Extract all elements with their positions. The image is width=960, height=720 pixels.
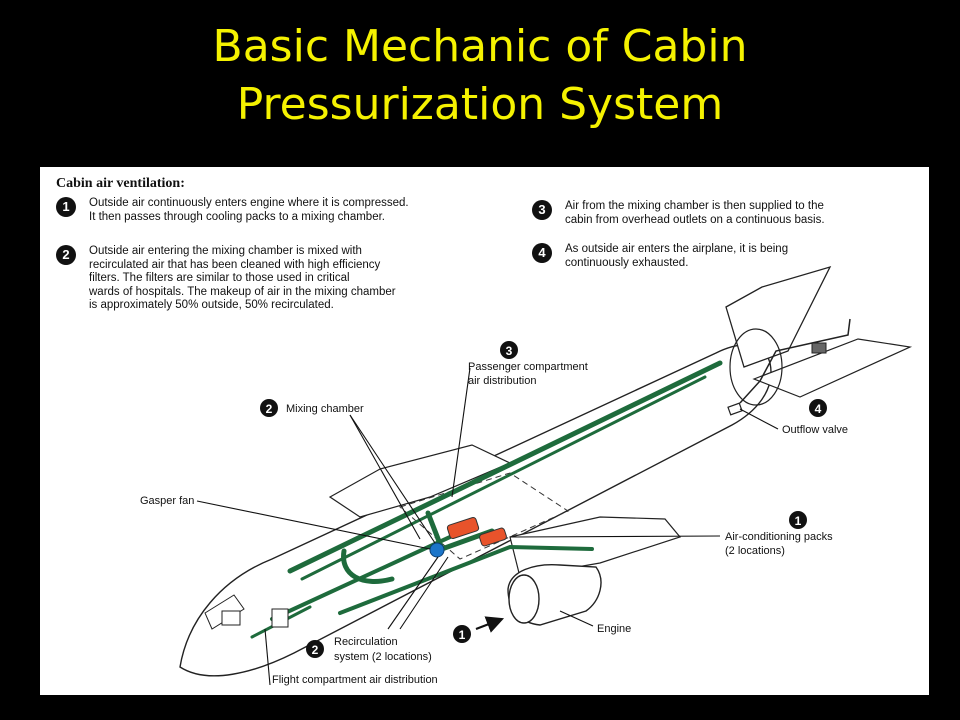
callout-flight-compartment: Flight compartment air distribution — [272, 674, 438, 686]
diagram-panel: Cabin air ventilation: 1 Outside air con… — [40, 167, 929, 695]
ac-pack-1 — [446, 516, 480, 540]
callout-engine: 1 Engine — [453, 623, 631, 643]
leader-engine — [559, 610, 594, 627]
note-4: 4 As outside air enters the airplane, it… — [532, 243, 912, 273]
callout-gasper-label: Gasper fan — [140, 495, 194, 507]
callout-flight-label: Flight compartment air distribution — [272, 674, 438, 686]
callout-outflow-label: Outflow valve — [782, 424, 848, 436]
leader-passenger — [451, 367, 471, 498]
leader-ac — [509, 535, 721, 538]
slide-title-line-1: Basic Mechanic of Cabin — [212, 21, 748, 72]
note-3: 3 Air from the mixing chamber is then su… — [532, 200, 912, 230]
note-4-text: As outside air enters the airplane, it i… — [565, 243, 789, 269]
outflow-line — [739, 318, 851, 404]
pack-bay-outline — [398, 472, 570, 560]
aircraft-diagram: 3 Passenger compartment air distribution… — [140, 265, 913, 686]
callout-ac-packs: 1 Air-conditioning packs (2 locations) — [725, 511, 833, 557]
callout-recirc-line-2: system (2 locations) — [334, 651, 432, 663]
note-2-text: Outside air entering the mixing chamber … — [89, 245, 396, 311]
vertical-tail — [725, 265, 832, 368]
note-1-number: 1 — [56, 197, 76, 217]
callout-recirc-line-1: Recirculation — [334, 636, 398, 648]
callout-passenger-line-1: Passenger compartment — [468, 361, 588, 373]
ac-pack-2 — [479, 527, 507, 547]
duct-loop — [341, 548, 395, 584]
fuselage-outline — [179, 344, 772, 677]
cockpit-seat — [271, 608, 289, 628]
callout-mixing-chamber: 2 Mixing chamber — [260, 399, 364, 417]
leader-outflow — [739, 408, 779, 430]
callout-recirculation: 2 Recirculation system (2 locations) — [306, 636, 432, 663]
duct-middle — [300, 375, 707, 581]
leader-mixing-1 — [349, 414, 421, 540]
engine-airflow-arrow — [475, 616, 505, 633]
leader-lines — [196, 367, 779, 686]
cockpit-equipment — [221, 610, 241, 626]
tail-valve-box — [811, 342, 827, 354]
leader-flight — [264, 628, 271, 686]
note-1-text: Outside air continuously enters engine w… — [89, 197, 409, 223]
callout-recirc-number: 2 — [312, 643, 319, 657]
leader-recirc-2 — [399, 556, 449, 630]
note-4-number: 4 — [532, 243, 552, 263]
callout-outflow-number: 4 — [815, 402, 822, 416]
callout-outflow-valve: 4 Outflow valve — [782, 399, 848, 436]
callout-gasper-fan: Gasper fan — [140, 495, 194, 507]
callout-ac-number: 1 — [795, 514, 802, 528]
note-2-number: 2 — [56, 245, 76, 265]
callout-passenger-line-2: air distribution — [468, 375, 536, 387]
gasper-fan — [429, 542, 445, 558]
note-1: 1 Outside air continuously enters engine… — [56, 197, 536, 227]
leader-recirc-1 — [387, 556, 439, 630]
slide-title-line-2: Pressurization System — [236, 79, 724, 130]
callout-engine-number: 1 — [459, 628, 466, 642]
callout-mixing-number: 2 — [266, 402, 273, 416]
air-ducts — [250, 360, 723, 639]
note-2: 2 Outside air entering the mixing chambe… — [56, 245, 536, 315]
callout-passenger: 3 Passenger compartment air distribution — [468, 341, 588, 387]
leader-mixing-2 — [349, 414, 436, 544]
duct-floor — [338, 544, 594, 615]
diagram-heading: Cabin air ventilation: — [56, 176, 185, 191]
outflow-valve — [727, 402, 743, 416]
tail-cone — [729, 328, 783, 406]
cockpit-windows — [204, 594, 245, 630]
callout-passenger-number: 3 — [506, 344, 513, 358]
callout-engine-label: Engine — [597, 623, 631, 635]
note-3-text: Air from the mixing chamber is then supp… — [565, 200, 825, 226]
note-3-number: 3 — [532, 200, 552, 220]
duct-upper — [287, 360, 723, 574]
leader-gasper — [196, 500, 431, 550]
callout-ac-line-2: (2 locations) — [725, 545, 785, 557]
engine-inlet — [508, 574, 540, 624]
callout-ac-line-1: Air-conditioning packs — [725, 531, 833, 543]
callout-mixing-label: Mixing chamber — [286, 403, 364, 415]
slide-title: Basic Mechanic of Cabin Pressurization S… — [0, 18, 960, 134]
